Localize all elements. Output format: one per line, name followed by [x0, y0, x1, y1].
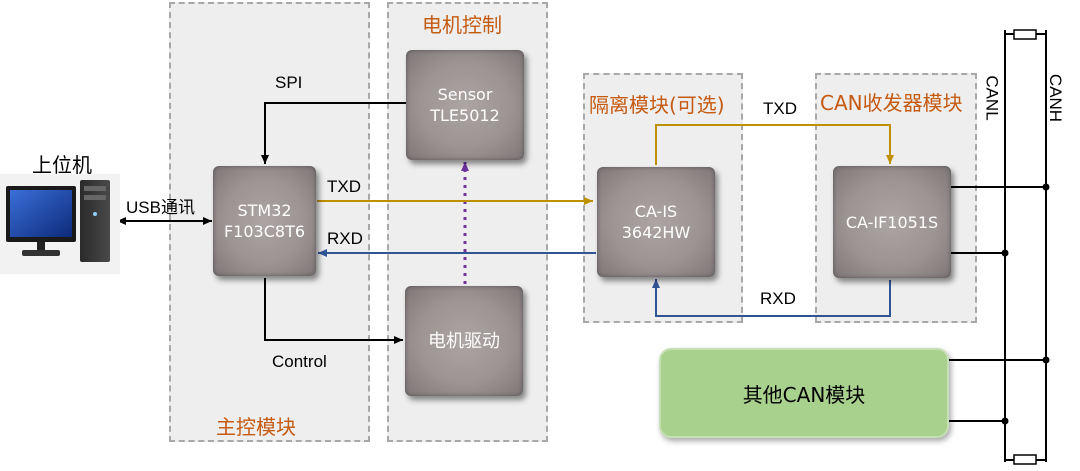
motor-control-title: 电机控制 [422, 13, 502, 37]
rxd-left-label: RXD [327, 229, 363, 248]
transceiver-block: CA-IF1051S [833, 166, 951, 278]
stm32-line2: F103C8T6 [223, 222, 306, 241]
isolator-line1: CA-IS [634, 202, 678, 221]
isolation-title: 隔离模块(可选) [589, 93, 725, 117]
rxd-right-link [652, 279, 891, 317]
txd-right-label: TXD [763, 99, 797, 118]
sensor-block: Sensor TLE5012 [406, 50, 524, 160]
pc-label: 上位机 [32, 153, 92, 177]
transceiver-label: CA-IF1051S [845, 212, 939, 232]
isolator-line2: 3642HW [621, 223, 691, 242]
pc-icon [0, 174, 120, 274]
sensor-line1: Sensor [437, 85, 493, 104]
other-can-module: 其他CAN模块 [659, 348, 949, 438]
termination-resistor-top [1013, 29, 1037, 40]
stm32-block: STM32 F103C8T6 [213, 166, 316, 276]
txd-right-link [655, 124, 894, 165]
termination-resistor-bottom [1013, 454, 1037, 465]
other-can-label: 其他CAN模块 [742, 382, 866, 407]
canl-label: CANL [982, 75, 1002, 121]
motor-driver-block: 电机驱动 [405, 286, 523, 396]
transceiver-title: CAN收发器模块 [820, 91, 963, 115]
main-control-title: 主控模块 [216, 415, 296, 439]
sensor-line2: TLE5012 [430, 106, 500, 125]
canh-label: CANH [1046, 73, 1066, 123]
control-link [264, 278, 403, 344]
spi-link [261, 102, 406, 164]
motor-driver-label: 电机驱动 [428, 330, 500, 352]
spi-label: SPI [275, 73, 303, 92]
txd-left-label: TXD [327, 177, 361, 196]
isolator-block: CA-IS 3642HW [597, 167, 715, 277]
stm32-line1: STM32 [237, 201, 292, 220]
usb-label: USB通讯 [126, 198, 195, 217]
rxd-right-label: RXD [760, 289, 796, 308]
control-label: Control [272, 352, 327, 371]
